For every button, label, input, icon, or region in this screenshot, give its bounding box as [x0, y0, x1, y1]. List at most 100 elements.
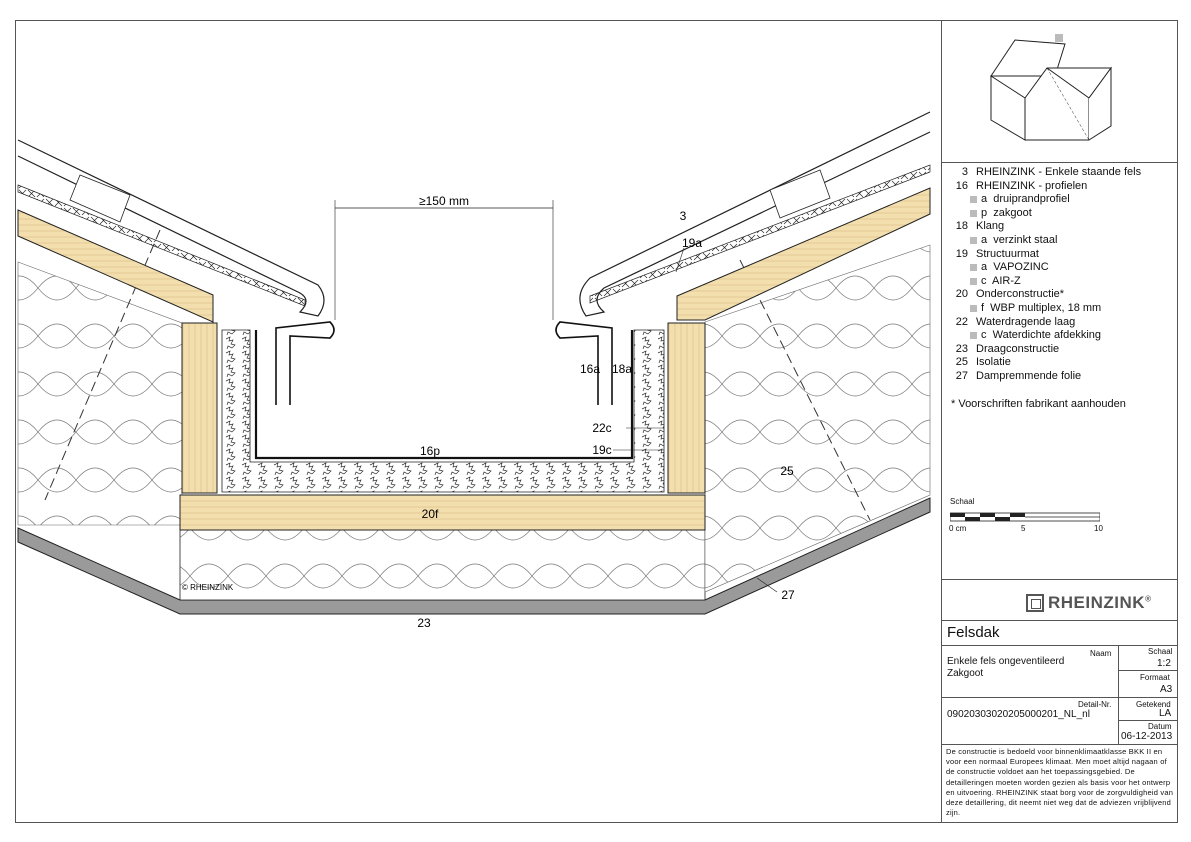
label-19a: 19a	[682, 236, 702, 250]
legend-subitem: a verzinkt staal	[944, 234, 1176, 248]
naam-line2: Zakgoot	[947, 668, 984, 679]
construction-detail-drawing: ≥150 mm 3 19a 16a 18a 22c 19c 16p 20f 25…	[17, 111, 931, 630]
legend-item-text: Dampremmende folie	[976, 369, 1082, 382]
legend-item-number: 20	[955, 288, 968, 301]
legend-item: 25 Isolatie	[944, 356, 1176, 370]
wood-deck-left	[17, 209, 214, 323]
insulation-under-gutter	[179, 529, 706, 601]
legend-subitem-text: f WBP multiplex, 18 mm	[981, 301, 1102, 314]
legend-item: 23 Draagconstructie	[944, 343, 1176, 357]
legend-item-number: 22	[955, 315, 968, 328]
legend-item-text: Isolatie	[976, 356, 1011, 369]
legend-item-text: Waterdragende laag	[976, 315, 1076, 328]
wood-upright-right	[667, 322, 706, 494]
zinc-roof-left	[17, 139, 325, 317]
formaat-label: Formaat	[1140, 673, 1170, 682]
plywood-20f	[179, 494, 706, 531]
scale-bar	[950, 512, 1100, 522]
detail-value: 09020303020205000201_NL_nl	[947, 709, 1090, 720]
legend-subitem: a druiprandprofiel	[944, 193, 1176, 207]
legend-subitem-text: a VAPOZINC	[981, 261, 1049, 274]
legend-item: 27 Dampremmende folie	[944, 370, 1176, 384]
label-25: 25	[780, 464, 794, 478]
legend-subitem-text: a druiprandprofiel	[981, 193, 1070, 206]
legend-item-text: Structuurmat	[976, 247, 1039, 260]
getekend-label: Getekend	[1136, 700, 1171, 709]
legend-item-text: Draagconstructie	[976, 342, 1060, 355]
legend-item-text: RHEINZINK - Enkele staande fels	[976, 166, 1142, 178]
grey-square-icon	[970, 332, 977, 340]
legend-item: 22 Waterdragende laag	[944, 316, 1176, 330]
wood-deck-right	[676, 187, 931, 321]
legend-subitem: f WBP multiplex, 18 mm	[944, 302, 1176, 316]
detail-label: Detail-Nr.	[1078, 700, 1112, 709]
datum-value: 06-12-2013	[1121, 731, 1173, 742]
legend-subitem-text: a verzinkt staal	[981, 233, 1058, 246]
brand-name: RHEINZINK	[1048, 593, 1146, 612]
legend-subitem: p zakgoot	[944, 207, 1176, 221]
structure-mat-right	[589, 164, 931, 304]
label-23: 23	[417, 616, 431, 630]
label-22c: 22c	[592, 421, 611, 435]
insulation-left	[17, 261, 183, 526]
legend-subitem-text: c AIR-Z	[981, 274, 1021, 287]
rheinzink-logo-icon	[1026, 594, 1044, 612]
title-block-title: Felsdak	[947, 624, 1000, 641]
legend-item-text: Onderconstructie*	[976, 288, 1065, 301]
legend-item: 18 Klang	[944, 220, 1176, 234]
legend-item-number: 25	[955, 356, 968, 369]
label-20f: 20f	[422, 507, 439, 521]
scale-bar-label: Schaal	[950, 497, 975, 506]
grey-square-icon	[970, 210, 977, 218]
legend-item: 3 RHEINZINK - Enkele staande fels	[944, 166, 1176, 180]
airz-mat	[221, 329, 665, 493]
grey-square-icon	[970, 264, 977, 272]
brand-reg: ®	[1145, 594, 1152, 604]
legend-item-number: 16	[955, 179, 968, 192]
legend-note: * Voorschriften fabrikant aanhouden	[951, 398, 1126, 410]
legend-item-number: 23	[955, 342, 968, 355]
legend-item-number: 3	[961, 166, 968, 178]
grey-square-icon	[970, 305, 977, 313]
copyright: © RHEINZINK	[182, 583, 234, 592]
schaal-value: 1:2	[1157, 658, 1171, 669]
grey-square-icon	[970, 278, 977, 286]
label-16a: 16a	[580, 362, 600, 376]
scale-tick-5: 5	[1021, 524, 1026, 533]
legend-item: 20 Onderconstructie*	[944, 288, 1176, 302]
drip-edge-right	[555, 321, 613, 405]
disclaimer-text: De constructie is bedoeld voor binnenkli…	[946, 747, 1174, 818]
legend-item-text: Klang	[976, 220, 1005, 233]
naam-label: Naam	[1090, 649, 1112, 658]
wood-upright-left	[181, 322, 218, 494]
gutter-profile-16p	[254, 330, 634, 460]
legend-subitem-text: p zakgoot	[981, 206, 1032, 219]
legend-subitem: c AIR-Z	[944, 275, 1176, 289]
schaal-label: Schaal	[1148, 647, 1173, 656]
legend-item-number: 18	[955, 220, 968, 233]
brand-logo: RHEINZINK®	[1026, 593, 1151, 613]
scale-tick-0: 0 cm	[949, 524, 967, 533]
label-18a: 18a	[612, 362, 632, 376]
getekend-value: LA	[1159, 708, 1172, 719]
label-3: 3	[680, 209, 687, 223]
label-27: 27	[781, 588, 795, 602]
naam-line1: Enkele fels ongeventileerd	[947, 656, 1065, 667]
grey-square-icon	[970, 196, 977, 204]
legend-subitem: c Waterdichte afdekking	[944, 329, 1176, 343]
label-19c: 19c	[592, 443, 611, 457]
drawing-sheet-frame	[15, 20, 1178, 823]
grey-square-icon	[970, 237, 977, 245]
scale-tick-10: 10	[1094, 524, 1103, 533]
legend-item-number: 19	[955, 247, 968, 260]
legend-item: 19 Structuurmat	[944, 248, 1176, 262]
zinc-roof-right	[579, 111, 931, 317]
drip-edge-left	[275, 321, 335, 405]
roof-3d-icon	[990, 34, 1112, 141]
label-16p: 16p	[420, 444, 440, 458]
legend-subitem: a VAPOZINC	[944, 261, 1176, 275]
formaat-value: A3	[1160, 684, 1173, 695]
legend-item-number: 27	[955, 369, 968, 382]
